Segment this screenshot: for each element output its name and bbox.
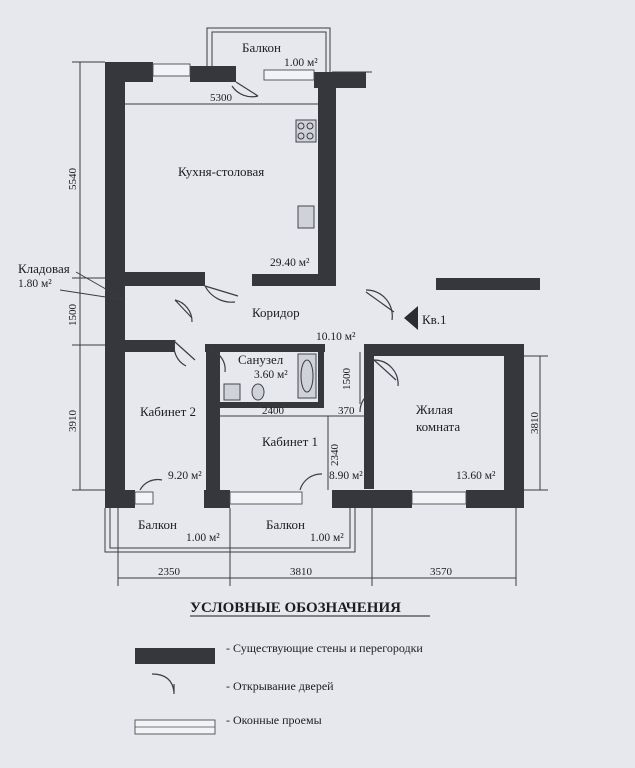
dim-bath-width: 2400	[262, 405, 285, 417]
wall-bottom-2	[204, 490, 230, 508]
stove-icon	[295, 119, 317, 143]
dim-kitchen-width: 5300	[210, 92, 233, 104]
legend-doors: - Открывание дверей	[226, 679, 334, 693]
dim-left-mid: 1500	[67, 304, 79, 327]
wall-bottom-3	[332, 490, 412, 508]
living-name-line2: комната	[416, 419, 460, 434]
bathroom-area: 3.60 м²	[254, 369, 288, 381]
wall-bathroom-right	[318, 344, 324, 406]
legend-walls: - Существующие стены и перегородки	[226, 641, 423, 655]
wall-right-stub	[436, 278, 540, 290]
study1-name: Кабинет 1	[262, 434, 318, 449]
legend-title: УСЛОВНЫЕ ОБОЗНАЧЕНИЯ	[190, 600, 401, 616]
bathroom-name: Санузел	[238, 352, 284, 367]
wall-living-right	[504, 344, 524, 508]
dim-bath-small: 370	[338, 405, 355, 417]
wall-kitchen-bottom-left	[105, 272, 205, 286]
dim-bottom-mid: 3810	[290, 566, 313, 578]
dimension-labels: 5300 5540 1500 3910 3810 2400 370 1500 2…	[67, 92, 541, 578]
windows	[134, 63, 467, 505]
legend-door-icon	[151, 673, 175, 693]
window-bottom-1	[229, 491, 303, 505]
doors	[139, 81, 399, 491]
window-top-1	[152, 63, 191, 77]
wall-bathroom-left	[206, 344, 220, 504]
wall-top-middle	[190, 66, 236, 82]
kitchen-area: 29.40 м²	[270, 257, 310, 269]
wall-bathroom-bottom	[220, 402, 324, 408]
balcony-top-name: Балкон	[242, 40, 281, 55]
balcony-left-area: 1.00 м²	[186, 532, 220, 544]
wall-kitchen-bottom-right	[252, 274, 336, 286]
balcony-mid-area: 1.00 м²	[310, 532, 344, 544]
corridor-area: 10.10 м²	[316, 331, 356, 343]
study2-area: 9.20 м²	[168, 470, 202, 482]
dim-study1-height: 2340	[329, 444, 341, 467]
pantry-name: Кладовая	[18, 261, 70, 276]
toilet-icon	[251, 383, 265, 401]
legend: УСЛОВНЫЕ ОБОЗНАЧЕНИЯ - Существующие стен…	[134, 600, 430, 735]
fixtures	[223, 119, 317, 401]
window-top-2	[263, 69, 315, 81]
washbasin-icon	[223, 383, 241, 401]
corridor-name: Коридор	[252, 305, 300, 320]
wall-kitchen-right	[318, 72, 336, 282]
legend-wall-swatch	[135, 648, 215, 664]
sink-icon	[297, 205, 315, 229]
balcony-left-name: Балкон	[138, 517, 177, 532]
apartment-label: Кв.1	[422, 312, 447, 327]
living-name: Жилая	[416, 402, 453, 417]
kitchen-name: Кухня-столовая	[178, 164, 264, 179]
window-bottom-2	[411, 491, 467, 505]
wall-bottom-4	[466, 490, 524, 508]
wall-corridor-lower-left	[125, 340, 175, 352]
balconies	[104, 27, 356, 553]
balcony-top-area: 1.00 м²	[284, 57, 318, 69]
dim-left-bottom: 3910	[67, 410, 79, 433]
legend-windows: - Оконные проемы	[226, 713, 322, 727]
dim-left-top: 5540	[67, 168, 79, 191]
room-labels: Балкон 1.00 м² Кухня-столовая 29.40 м² К…	[18, 40, 496, 544]
pantry-area: 1.80 м²	[18, 278, 52, 290]
wall-living-top	[370, 344, 516, 356]
wall-bottom-1	[105, 490, 135, 508]
dim-bath-height: 1500	[341, 368, 353, 391]
dim-bottom-right: 3570	[430, 566, 453, 578]
dim-bottom-left: 2350	[158, 566, 181, 578]
living-area: 13.60 м²	[456, 470, 496, 482]
dimension-lines	[59, 61, 548, 586]
entrance-arrow-icon	[404, 306, 418, 330]
window-bottom-3	[134, 491, 154, 505]
study1-area: 8.90 м²	[329, 470, 363, 482]
dim-right: 3810	[529, 412, 541, 435]
balcony-mid-name: Балкон	[266, 517, 305, 532]
wall-bathroom-top	[205, 344, 325, 352]
walls	[105, 62, 540, 508]
study2-name: Кабинет 2	[140, 404, 196, 419]
